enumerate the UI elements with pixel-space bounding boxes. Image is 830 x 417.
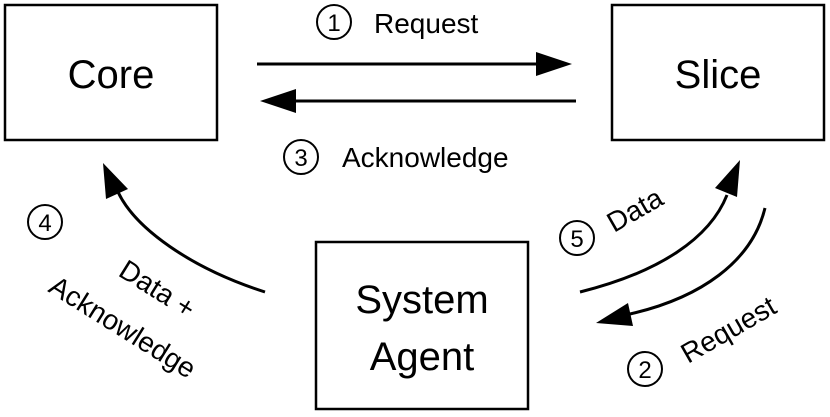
step-5-arrowhead [715,160,740,197]
step-4: 4 Data + Acknowledge [27,163,266,384]
step-2: 2 Request [596,207,782,387]
system-agent-box [314,240,530,411]
step-1-label: Request [374,8,479,39]
step-1-number: 1 [327,10,340,37]
step-4-arrowhead [103,163,128,199]
step-4-circle [27,204,63,240]
step-2-arrow-line [629,207,767,316]
system-agent-node: System Agent [314,240,530,411]
slice-label: Slice [675,53,762,97]
step-5: 5 Data [559,160,740,294]
step-2-arrowhead [596,303,633,326]
step-5-circle [559,220,595,256]
core-box [3,3,219,142]
core-label: Core [68,53,155,97]
core-node: Core [3,3,219,142]
step-1-circle [316,4,352,40]
step-1: 1 Request [257,4,572,76]
step-3-label: Acknowledge [342,142,509,173]
step-2-circle [627,351,663,387]
step-4-number: 4 [38,210,51,237]
step-5-label: Data [602,182,669,239]
step-5-number: 5 [570,226,583,253]
step-4-arrow-line [116,191,266,294]
slice-box [610,3,826,142]
step-3: 3 Acknowledge [260,89,576,175]
step-3-circle [283,139,319,175]
step-1-arrowhead [536,52,572,76]
system-agent-label-line1: System [355,278,488,322]
slice-node: Slice [610,3,826,142]
step-2-number: 2 [638,357,651,384]
system-agent-label-line2: Agent [370,335,475,379]
step-2-label: Request [676,290,782,369]
step-3-arrowhead [260,89,296,113]
step-5-arrow-line [579,194,729,294]
step-3-number: 3 [294,145,307,172]
